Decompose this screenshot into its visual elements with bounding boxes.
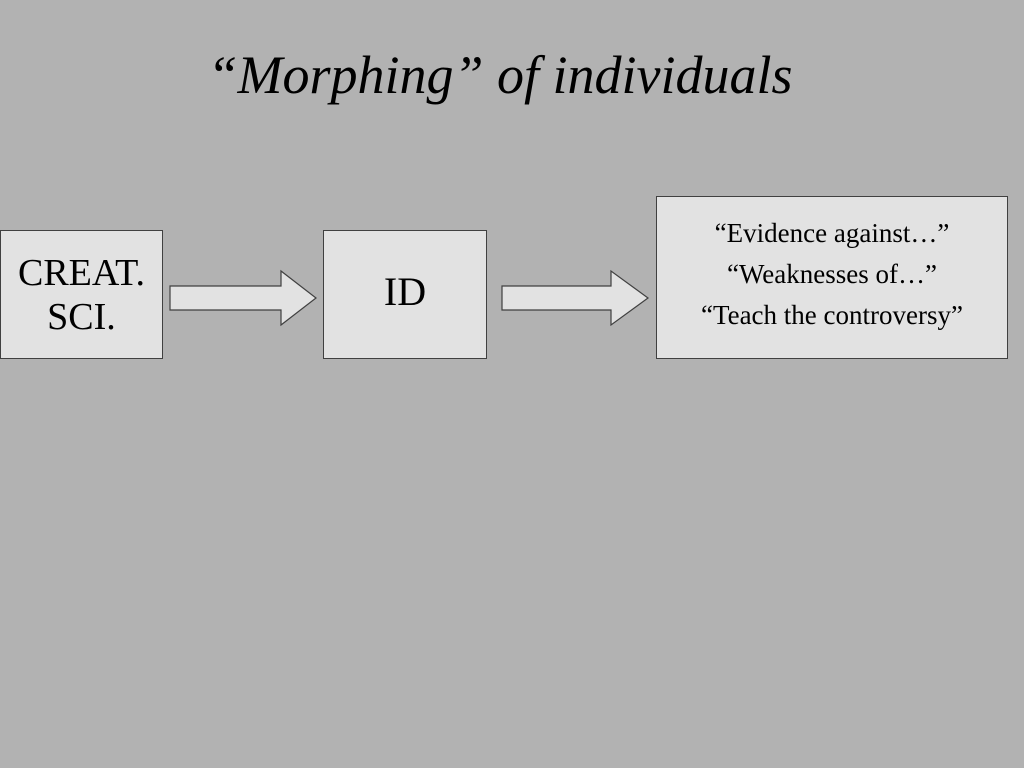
phrase-evidence-against: “Evidence against…” [714, 218, 950, 248]
creationist-science-line-2: SCI. [47, 295, 116, 338]
phrase-teach-the-controversy: “Teach the controversy” [701, 300, 963, 330]
arrow-creat-to-id [169, 269, 317, 327]
phrases-box: “Evidence against…” “Weaknesses of…” “Te… [656, 196, 1008, 359]
intelligent-design-box: ID [323, 230, 487, 359]
arrow-right-icon [501, 269, 650, 327]
arrow-id-to-phrases [501, 269, 650, 327]
arrow-right-icon [169, 269, 317, 327]
intelligent-design-label: ID [383, 268, 427, 314]
phrase-weaknesses-of: “Weaknesses of…” [727, 259, 937, 289]
slide-title: “Morphing” of individuals [207, 45, 793, 105]
creationist-science-box: CREAT. SCI. [0, 230, 163, 359]
creationist-science-line-1: CREAT. [17, 251, 146, 294]
